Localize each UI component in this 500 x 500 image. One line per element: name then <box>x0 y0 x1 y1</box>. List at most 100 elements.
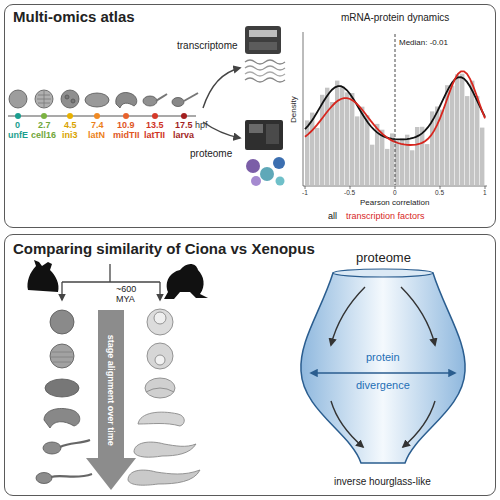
omics-label: transcriptome <box>177 40 238 52</box>
density-chart-part-part <box>450 86 454 185</box>
ciona-stage-embryos-part <box>172 98 184 107</box>
timeline-part <box>181 113 187 119</box>
vase-outline-part <box>311 372 455 373</box>
xenopus-embryo-column-part <box>154 312 166 324</box>
timeline-part <box>123 113 129 119</box>
sequencer-icon-part <box>249 42 277 50</box>
ciona-stage-embryos-part <box>9 90 27 108</box>
arrow <box>203 68 240 108</box>
phylogeny-part <box>164 264 208 299</box>
tick-label: -0.5 <box>344 189 355 196</box>
xenopus-embryo-column-part <box>146 388 174 392</box>
stage-time: 10.9 <box>117 120 135 130</box>
stage-name: latTII <box>144 130 165 140</box>
density-chart-part-part <box>340 86 344 185</box>
arrow-label: stage alignment over time <box>105 335 115 446</box>
vase-outline-part <box>331 401 363 447</box>
timeline-part <box>15 113 21 119</box>
stage-time: 2.7 <box>38 120 51 130</box>
series-label: all <box>328 211 337 221</box>
density-chart-part-part <box>360 107 364 185</box>
timeline <box>8 113 196 119</box>
density-chart-part-part <box>305 71 485 145</box>
density-chart <box>303 32 487 189</box>
ciona-stage-embryos-part <box>35 90 53 108</box>
stage-time: 4.5 <box>64 120 77 130</box>
stage-name: ini3 <box>62 130 78 140</box>
ciona-embryo-column <box>36 310 92 484</box>
node-heading: Comparing similarity of Ciona vs Xenopus <box>13 240 315 257</box>
node-text: protein <box>366 351 400 364</box>
ciona-stage-embryos-part <box>184 93 198 101</box>
timeline-part <box>94 113 100 119</box>
xenopus-embryo-column <box>128 309 200 485</box>
panel: Multi-omics atlas <box>4 4 496 228</box>
density-chart-part-part <box>410 150 414 185</box>
density-chart-part <box>305 71 485 185</box>
density-chart-part-part <box>395 141 399 185</box>
stage-name: latN <box>88 130 105 140</box>
phylogeny <box>27 260 208 490</box>
density-chart-part-part <box>435 107 439 186</box>
tick-label: 0 <box>393 189 397 196</box>
density-chart-part-part <box>420 127 424 185</box>
density-chart-part-part <box>480 128 484 185</box>
node-heading: Multi-omics atlas <box>13 8 135 25</box>
mass-spec-icon-part <box>276 177 285 186</box>
vase-outline-part <box>301 273 465 463</box>
mass-spec-icon-part <box>260 167 274 181</box>
timeline-part <box>152 113 158 119</box>
ciona-embryo-column-part <box>50 344 74 368</box>
sequencer-icon-part <box>245 60 285 64</box>
ciona-embryo-column-part <box>36 473 52 484</box>
density-chart-part-part <box>475 96 479 185</box>
ciona-stage-embryos-part <box>37 91 51 107</box>
stage-time: 13.5 <box>146 120 164 130</box>
ciona-embryo-column-part <box>45 379 79 397</box>
ciona-stage-embryos-part <box>85 93 109 107</box>
mass-spec-icon-part <box>246 159 260 173</box>
stage-time: 17.5 <box>175 120 193 130</box>
density-chart-part <box>303 32 304 186</box>
sequencer-icon-part <box>245 72 285 76</box>
xenopus-embryo-column-part <box>147 343 173 369</box>
density-chart-part-part <box>470 81 474 185</box>
tick-label: -1 <box>302 189 308 196</box>
density-chart-part-part <box>305 120 309 185</box>
ciona-stage-embryos <box>9 90 198 108</box>
ciona-stage-embryos-part <box>116 92 137 108</box>
series-label: transcription factors <box>346 211 425 221</box>
density-chart-part-part <box>325 88 329 185</box>
ciona-embryo-column-part <box>43 442 61 454</box>
phylogeny-part <box>62 281 160 282</box>
ciona-stage-embryos-part <box>156 94 167 101</box>
xenopus-embryo-column-part <box>147 309 173 335</box>
xenopus-embryo-column-part <box>145 378 175 398</box>
mass-spec-icon-part <box>245 120 283 150</box>
ciona-stage-embryos-part <box>65 95 69 99</box>
panel: Comparing similarity of Ciona vs Xenopus… <box>4 234 496 496</box>
phylogeny-part <box>86 310 136 490</box>
density-chart-part-part <box>425 144 429 185</box>
mass-spec-icon <box>245 120 285 186</box>
density-chart-part-part <box>365 115 369 185</box>
ciona-embryo-column-part <box>51 352 73 362</box>
ciona-stage-embryos-part <box>143 96 157 106</box>
density-chart-part-part <box>380 130 384 185</box>
stage-name: unfE <box>8 130 28 140</box>
omics-label: proteome <box>190 148 232 160</box>
sequencer-icon-part <box>245 78 285 82</box>
density-chart-part-part <box>370 145 374 185</box>
density-chart-part-part <box>405 135 409 185</box>
ciona-stage-embryos-part <box>71 99 75 103</box>
density-chart-part-part <box>320 95 324 185</box>
axis-title: Density <box>289 96 298 123</box>
mass-spec-icon-part <box>251 176 261 186</box>
phylogeny-part <box>159 282 160 300</box>
ciona-embryo-column-part <box>60 440 90 447</box>
density-chart-part-part <box>330 102 334 185</box>
density-chart-part-part <box>440 110 444 185</box>
stage-time: 0 <box>15 120 20 130</box>
sequencer-icon-part <box>245 66 285 70</box>
axis-title: Pearson correlation <box>360 198 429 207</box>
